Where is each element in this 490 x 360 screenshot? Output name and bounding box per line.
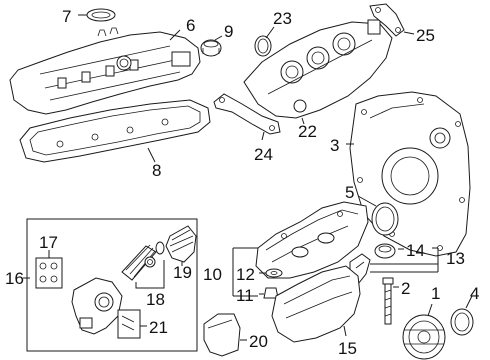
part-21-clips[interactable] bbox=[117, 309, 147, 339]
part-11-drain-plug[interactable] bbox=[259, 287, 279, 299]
part-10-upper-oil-pan[interactable] bbox=[255, 201, 369, 279]
callout-25[interactable]: 25 bbox=[416, 26, 435, 45]
part-15-lower-oil-pan[interactable] bbox=[271, 265, 361, 343]
callout-8[interactable]: 8 bbox=[152, 161, 161, 180]
callout-2[interactable]: 2 bbox=[401, 279, 410, 298]
callout-15[interactable]: 15 bbox=[338, 339, 357, 358]
callout-20[interactable]: 20 bbox=[249, 332, 268, 351]
callout-17[interactable]: 17 bbox=[39, 233, 58, 252]
part-7-seal[interactable] bbox=[78, 8, 116, 22]
part-20-cover[interactable] bbox=[203, 313, 247, 357]
callout-4[interactable]: 4 bbox=[470, 284, 479, 303]
callout-21[interactable]: 21 bbox=[149, 318, 168, 337]
part-9-oil-cap[interactable] bbox=[200, 35, 223, 57]
part-6-valve-cover[interactable] bbox=[9, 27, 201, 115]
part-12-washer[interactable] bbox=[259, 268, 283, 278]
callout-24[interactable]: 24 bbox=[254, 145, 273, 164]
part-2-bolt[interactable] bbox=[382, 277, 399, 325]
callout-1[interactable]: 1 bbox=[431, 284, 440, 303]
part-18-filter-element[interactable] bbox=[121, 241, 165, 289]
part-22-intake-manifold[interactable] bbox=[243, 19, 393, 125]
part-4-seal[interactable] bbox=[450, 295, 474, 336]
part-oil-filter-housing[interactable] bbox=[71, 277, 123, 335]
callout-10[interactable]: 10 bbox=[203, 265, 222, 284]
callout-18[interactable]: 18 bbox=[146, 290, 165, 309]
callout-14[interactable]: 14 bbox=[406, 241, 425, 260]
part-24-support[interactable] bbox=[213, 93, 281, 141]
part-17-seal-kit[interactable] bbox=[35, 250, 63, 289]
part-8-cover-gasket[interactable] bbox=[19, 99, 211, 163]
callout-23[interactable]: 23 bbox=[273, 9, 292, 28]
callout-3[interactable]: 3 bbox=[330, 136, 339, 155]
callout-19[interactable]: 19 bbox=[173, 263, 192, 282]
callout-7[interactable]: 7 bbox=[62, 7, 71, 26]
part-1-damper[interactable] bbox=[402, 303, 446, 360]
part-25-bracket[interactable] bbox=[369, 3, 415, 37]
callout-9[interactable]: 9 bbox=[224, 22, 233, 41]
part-5-crank-seal[interactable] bbox=[357, 195, 399, 236]
leader-13 bbox=[370, 247, 439, 273]
leader-10 bbox=[232, 247, 258, 297]
part-23-oring[interactable] bbox=[254, 26, 275, 57]
callout-6[interactable]: 6 bbox=[186, 16, 195, 35]
callout-16[interactable]: 16 bbox=[5, 269, 24, 288]
part-14-plug[interactable] bbox=[374, 243, 404, 259]
callout-22[interactable]: 22 bbox=[298, 122, 317, 141]
callout-11[interactable]: 11 bbox=[236, 286, 254, 305]
callout-12[interactable]: 12 bbox=[236, 265, 255, 284]
callout-5[interactable]: 5 bbox=[345, 183, 354, 202]
part-19-filter-cap[interactable] bbox=[165, 225, 197, 266]
callout-13[interactable]: 13 bbox=[446, 249, 465, 268]
